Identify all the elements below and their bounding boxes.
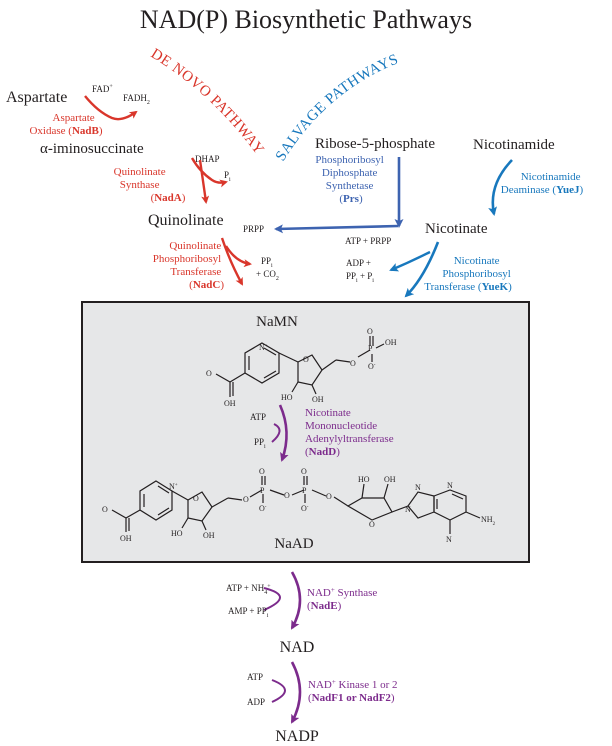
arrow-nadc-side [224, 245, 252, 268]
arrow-nadd [278, 404, 289, 462]
diagram-title: NAD(P) Biosynthetic Pathways [140, 5, 472, 34]
cofactor-atp-d: ATP [250, 412, 266, 422]
cofactor-fadh2: FADH2 [123, 93, 150, 106]
compound-iminosuccinate: α-iminosuccinate [40, 141, 144, 157]
compound-namn: NaMN [256, 314, 298, 330]
cofactor-pi-a: Pi [224, 170, 231, 183]
cofactor-adp-f: ADP [247, 697, 265, 707]
arrow-nadb [84, 95, 138, 121]
arrow-nade [290, 571, 302, 630]
compound-quinolinate: Quinolinate [148, 212, 224, 229]
cofactor-amp-ppi: AMP + PPi [228, 606, 269, 619]
arrow-prs-to-quinolinate [274, 224, 399, 234]
naad-atoms: N+ O OH O HO OH O P O O- O P O O- O HO O… [102, 467, 496, 544]
arrow-nadc [220, 237, 244, 286]
enzyme-yuej: Nicotinamide Deaminase (YueJ) [501, 171, 584, 196]
enzyme-yuek: Nicotinate Phosphoribosyl Transferase (Y… [424, 255, 513, 293]
compound-nicotinamide: Nicotinamide [473, 137, 555, 153]
arrow-yuek [404, 241, 440, 298]
cofactor-prpp-a: PRPP [243, 224, 264, 234]
compound-naad: NaAD [274, 536, 313, 552]
arrow-nadd-side [271, 423, 281, 443]
namn-atoms: N+ O OH O HO OH O P O OH O- [206, 327, 399, 408]
cofactor-adp-ppi: ADP + PPi + Pi [346, 258, 374, 284]
compound-ribose-5-phosphate: Ribose-5-phosphate [315, 136, 435, 152]
intermediate-box [81, 301, 530, 563]
compound-nad: NAD [280, 639, 315, 656]
arrow-nadf [290, 661, 302, 724]
arrow-nada-main [198, 159, 210, 204]
enzyme-nadc: Quinolinate Phosphoribosyl Transferase (… [153, 240, 225, 291]
naad-structure [111, 476, 481, 534]
cofactor-dhap: DHAP [195, 154, 220, 164]
compound-nadp: NADP [275, 728, 319, 745]
enzyme-nada: Quinolinate Synthase (NadA) [114, 166, 186, 204]
arrow-nadf-side [271, 679, 286, 703]
arrow-nada [190, 157, 228, 188]
de-novo-pathway-label: DE NOVO PATHWAY [148, 46, 267, 158]
cofactor-ppi-d: PPi [254, 437, 266, 450]
cofactor-atp-f: ATP [247, 672, 263, 682]
enzyme-nadf: NAD+ Kinase 1 or 2 (NadF1 or NadF2) [308, 678, 400, 704]
cofactor-atp-prpp: ATP + PRPP [345, 236, 391, 246]
enzyme-nadb: Aspartate Oxidase (NadB) [29, 112, 102, 137]
cofactor-atp-nh4: ATP + NH4+ [226, 583, 271, 596]
enzyme-nade: NAD+ Synthase (NadE) [307, 586, 380, 612]
enzyme-nadd: Nicotinate Mononucleotide Adenylyltransf… [305, 407, 396, 458]
cofactor-fad: FAD+ [92, 84, 113, 94]
namn-structure [215, 336, 385, 397]
arrow-nade-side [263, 587, 281, 611]
enzyme-prs: Phosphoribosyl Diphosphate Synthetase (P… [315, 154, 386, 205]
arrow-yuek-side [389, 250, 431, 272]
compound-aspartate: Aspartate [6, 89, 67, 106]
arrow-yuej [488, 159, 513, 216]
compound-nicotinate: Nicotinate [425, 221, 488, 237]
cofactor-ppi-co2: PPi + CO2 [256, 256, 279, 282]
